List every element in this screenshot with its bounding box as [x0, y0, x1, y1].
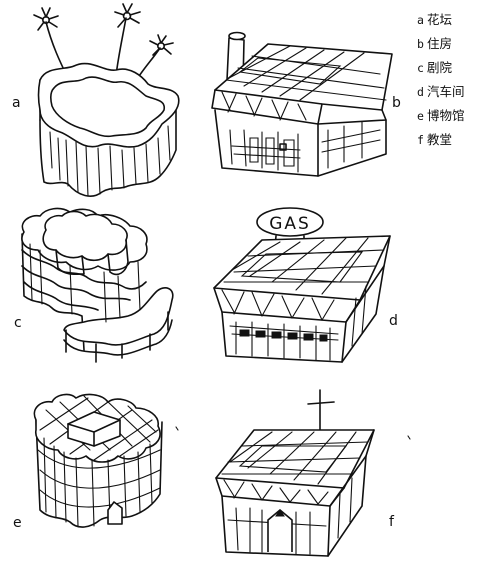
- label-e: e: [13, 515, 22, 531]
- label-d: d: [389, 313, 398, 329]
- house-sketch: [211, 31, 393, 177]
- label-b: b: [392, 95, 401, 111]
- label-c: c: [14, 315, 22, 331]
- label-f: f: [389, 514, 394, 530]
- theatre-sketch: [21, 207, 174, 363]
- flower-bed-sketch: [33, 3, 180, 197]
- garage-sketch: GAS: [213, 207, 391, 363]
- label-a: a: [12, 95, 21, 111]
- church-sketch: [215, 389, 375, 557]
- museum-sketch: [33, 393, 163, 528]
- gas-sign-text: GAS: [269, 214, 311, 234]
